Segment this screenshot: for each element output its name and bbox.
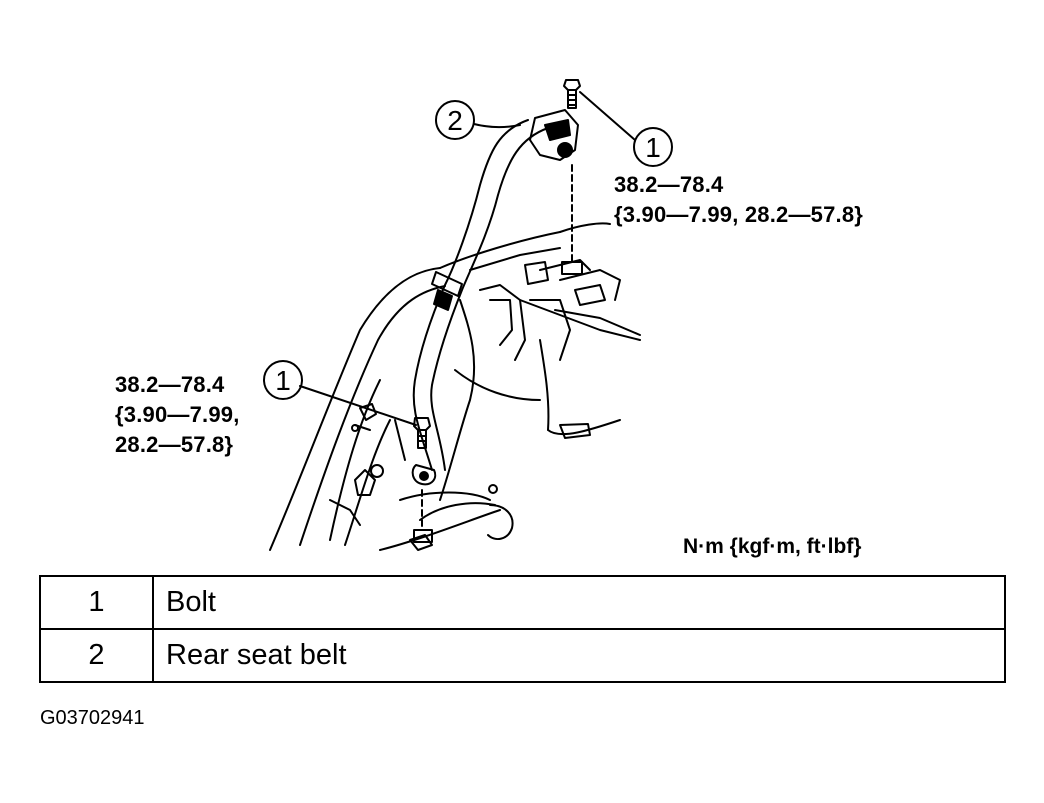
- part-description: Bolt: [152, 575, 1006, 630]
- torque-units-legend: N·m {kgf·m, ft·lbf}: [683, 535, 862, 558]
- seat-belt-webbing: [412, 119, 549, 471]
- callout-2-marker: [435, 100, 521, 140]
- torque-lower-kgf: {3.90—7.99,: [115, 402, 240, 427]
- torque-lower-ftlbf: 28.2—57.8}: [115, 432, 234, 457]
- callout-2-label: 2: [447, 105, 463, 136]
- upper-bolt-icon: [561, 79, 583, 275]
- vehicle-body-outline: [269, 222, 641, 551]
- lower-bolt-icon: [411, 417, 437, 543]
- torque-upper-nm: 38.2—78.4: [614, 172, 724, 197]
- part-description: Rear seat belt: [152, 628, 1006, 683]
- callout-1-lower-label: 1: [275, 365, 291, 396]
- torque-spec-lower: 38.2—78.4 {3.90—7.99, 28.2—57.8}: [115, 370, 240, 460]
- callout-1-lower-marker: [263, 360, 417, 426]
- table-row: 2 Rear seat belt: [39, 628, 1006, 683]
- torque-lower-nm: 38.2—78.4: [115, 372, 225, 397]
- callout-digits: 2 1 1: [275, 105, 661, 396]
- parts-table: 1 Bolt 2 Rear seat belt: [39, 575, 1006, 683]
- callout-1-upper-label: 1: [645, 132, 661, 163]
- callout-1-upper-marker: [579, 91, 673, 167]
- part-number: 2: [39, 628, 154, 683]
- torque-upper-kgf-ftlbf: {3.90—7.99, 28.2—57.8}: [614, 202, 864, 227]
- upper-anchor-retractor: [529, 109, 579, 161]
- torque-spec-upper: 38.2—78.4 {3.90—7.99, 28.2—57.8}: [614, 170, 863, 230]
- table-row: 1 Bolt: [39, 575, 1006, 630]
- part-number: 1: [39, 575, 154, 630]
- figure-id: G03702941: [40, 707, 145, 729]
